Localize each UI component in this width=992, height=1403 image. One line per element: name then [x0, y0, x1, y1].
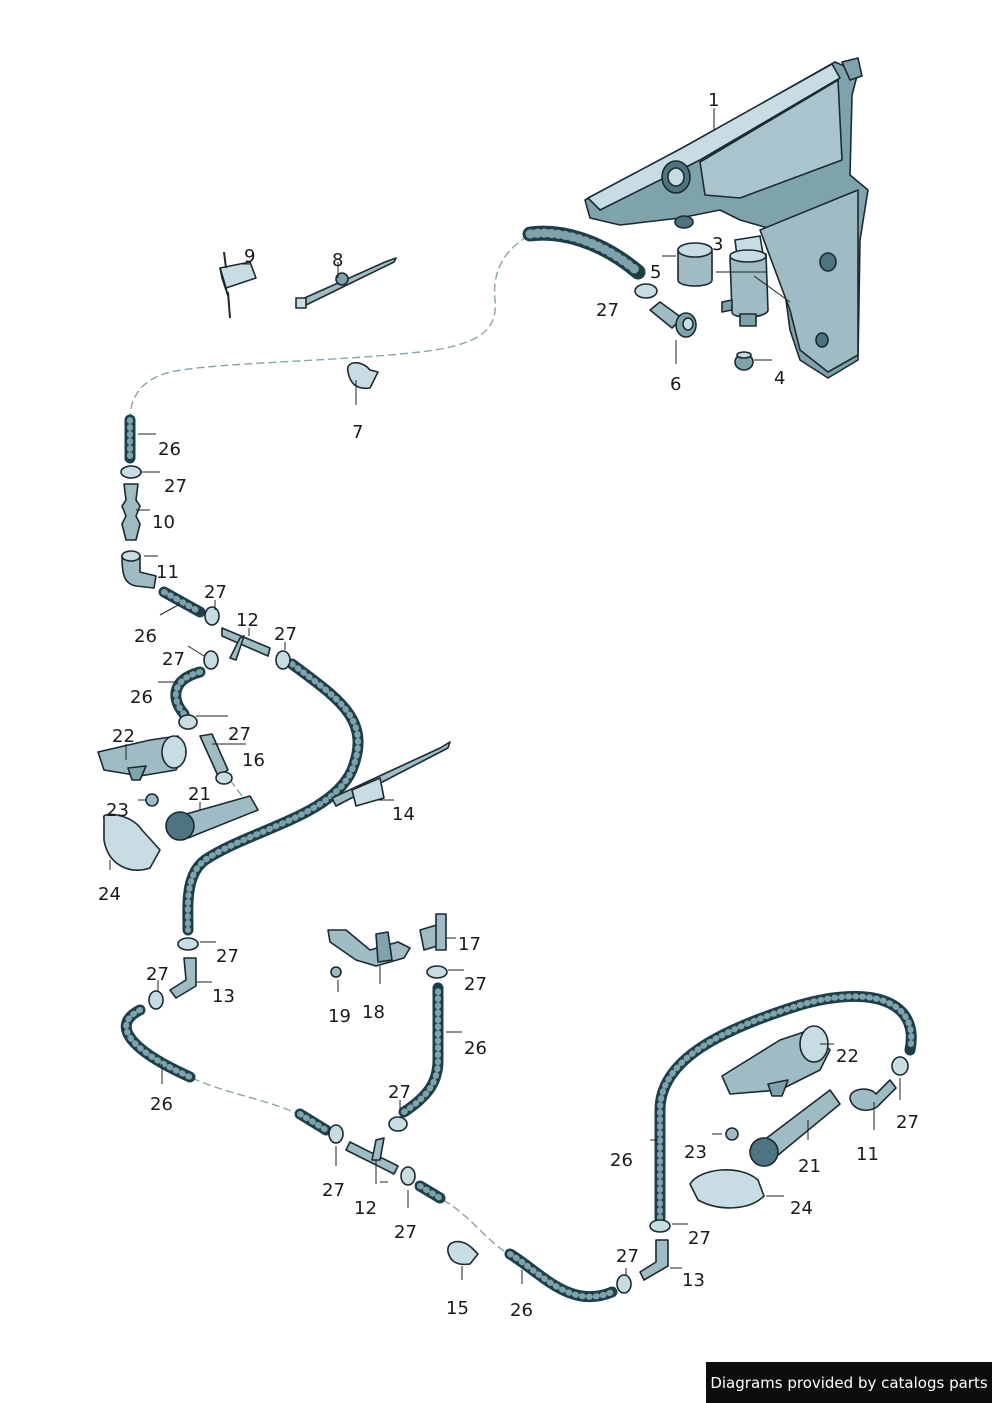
label-27m: 27 [688, 1228, 711, 1249]
label-23b: 23 [684, 1142, 707, 1163]
cable-tie-8[interactable] [295, 257, 397, 309]
label-27k: 27 [394, 1222, 417, 1243]
grommet-5[interactable] [677, 242, 713, 287]
connectors[interactable] [121, 483, 897, 1281]
label-11b: 11 [856, 1144, 879, 1165]
label-27f: 27 [228, 724, 251, 745]
label-21: 21 [188, 784, 211, 805]
label-27c: 27 [204, 582, 227, 603]
feed-tubes [129, 235, 529, 1256]
label-5: 5 [650, 262, 661, 283]
label-26a: 26 [158, 439, 181, 460]
label-15: 15 [446, 1298, 469, 1319]
label-7: 7 [352, 422, 363, 443]
cable-tie-14[interactable] [331, 741, 451, 807]
label-24b: 24 [790, 1198, 813, 1219]
label-11: 11 [156, 562, 179, 583]
label-27h: 27 [146, 964, 169, 985]
label-27b: 27 [164, 476, 187, 497]
hose-clip-15[interactable] [447, 1240, 479, 1266]
washer-nozzle-left[interactable] [97, 735, 259, 871]
label-27g: 27 [216, 946, 239, 967]
washer-reservoir[interactable] [584, 57, 869, 379]
part-labels: 1 3 4 5 6 7 8 9 10 11 12 13 14 15 16 17 … [98, 90, 919, 1321]
label-10: 10 [152, 512, 175, 533]
label-1: 1 [708, 90, 719, 111]
label-26b: 26 [134, 626, 157, 647]
label-26c: 26 [130, 687, 153, 708]
label-21b: 21 [798, 1156, 821, 1177]
elbow-connector-6[interactable] [649, 301, 697, 338]
label-27n: 27 [616, 1246, 639, 1267]
label-17: 17 [458, 934, 481, 955]
washer-nozzle-right[interactable] [689, 1025, 841, 1209]
hose-clamps[interactable] [120, 283, 909, 1294]
hose-clip-7[interactable] [346, 361, 379, 390]
label-19: 19 [328, 1006, 351, 1027]
label-4: 4 [774, 368, 785, 389]
label-8: 8 [332, 250, 343, 271]
hoses[interactable] [120, 225, 917, 1303]
washer-pump[interactable] [721, 235, 769, 327]
label-27j: 27 [388, 1082, 411, 1103]
label-13: 13 [212, 986, 235, 1007]
label-13b: 13 [682, 1270, 705, 1291]
label-18: 18 [362, 1002, 385, 1023]
label-27a: 27 [596, 300, 619, 321]
label-27o: 27 [896, 1112, 919, 1133]
level-sensor-9[interactable] [219, 251, 257, 319]
label-6: 6 [670, 374, 681, 395]
label-26g: 26 [610, 1150, 633, 1171]
label-26e: 26 [464, 1038, 487, 1059]
credit-banner: Diagrams provided by catalogs parts [706, 1362, 992, 1403]
label-27i: 27 [322, 1180, 345, 1201]
grommet-4[interactable] [734, 351, 754, 371]
label-26f: 26 [510, 1300, 533, 1321]
label-12b: 12 [354, 1198, 377, 1219]
label-27d: 27 [274, 624, 297, 645]
label-16: 16 [242, 750, 265, 771]
label-23: 23 [106, 800, 129, 821]
credit-text: Diagrams provided by catalogs parts [710, 1373, 988, 1392]
label-22: 22 [112, 726, 135, 747]
label-14: 14 [392, 804, 415, 825]
label-27l: 27 [464, 974, 487, 995]
label-12: 12 [236, 610, 259, 631]
leader-lines [109, 108, 901, 1284]
label-24: 24 [98, 884, 121, 905]
label-26d: 26 [150, 1094, 173, 1115]
bracket-18[interactable] [327, 929, 411, 978]
label-22b: 22 [836, 1046, 859, 1067]
label-27e: 27 [162, 649, 185, 670]
label-3: 3 [712, 234, 723, 255]
label-9: 9 [244, 246, 255, 267]
